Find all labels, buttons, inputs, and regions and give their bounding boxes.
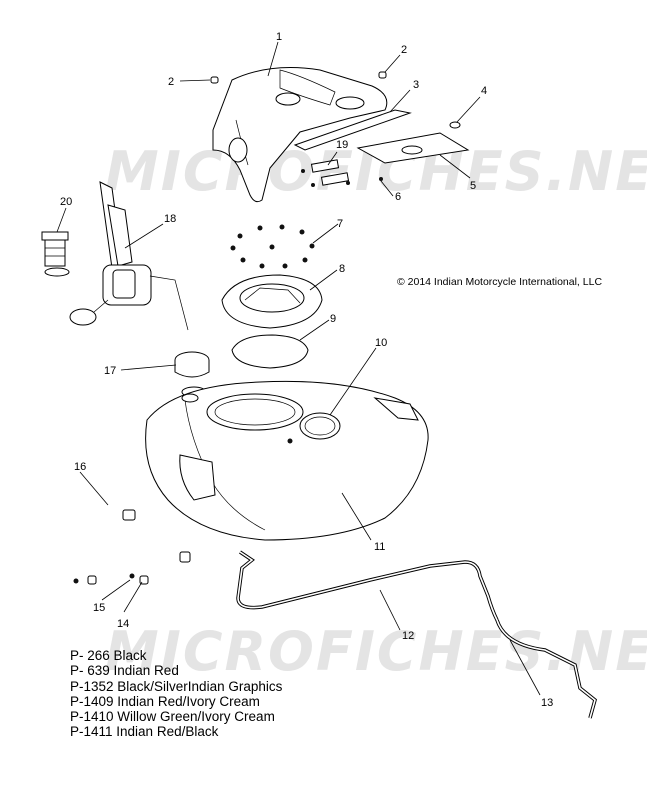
- screw-right: [378, 71, 387, 79]
- o-ring-gasket: [231, 334, 309, 369]
- callout-17: 17: [104, 365, 116, 377]
- fuel-tank: [145, 380, 429, 541]
- paint-code-item: P-1409 Indian Red/Ivory Cream: [70, 693, 260, 709]
- callout-labels: 1 2 2 3 4 5 6 7 8 9 10 11 12 13 14 15 16…: [60, 31, 553, 709]
- paint-code-item: P-1352 Black/SilverIndian Graphics: [70, 678, 283, 694]
- screw-left: [210, 76, 219, 84]
- mounting-plate: [356, 132, 470, 164]
- paint-code-item: P-1410 Willow Green/Ivory Cream: [70, 709, 275, 725]
- callout-12: 12: [402, 630, 414, 642]
- vent-line: [236, 550, 499, 621]
- paint-code-list: P- 266 Black P- 639 Indian Red P-1352 Bl…: [70, 648, 282, 740]
- nut-ring: [230, 224, 315, 269]
- bracket-set: [301, 159, 383, 187]
- callout-9: 9: [330, 313, 336, 325]
- callout-13: 13: [541, 697, 553, 709]
- drain-line: [495, 619, 597, 719]
- leader-lines: [56, 41, 541, 696]
- callout-7: 7: [337, 218, 343, 230]
- paint-code-item: P-1411 Indian Red/Black: [70, 724, 219, 740]
- callout-15: 15: [93, 602, 105, 614]
- console-cover: [212, 67, 388, 203]
- callout-1: 1: [276, 31, 282, 43]
- callout-4: 4: [481, 85, 487, 97]
- callout-8: 8: [339, 263, 345, 275]
- watermark-bottom: MICROFICHES.NET: [105, 620, 647, 683]
- callout-18: 18: [164, 213, 176, 225]
- callout-16: 16: [74, 461, 86, 473]
- copyright-notice: © 2014 Indian Motorcycle International, …: [397, 276, 603, 288]
- callout-2b: 2: [401, 44, 407, 56]
- callout-3: 3: [413, 79, 419, 91]
- callout-5: 5: [470, 180, 476, 192]
- callout-19: 19: [336, 139, 348, 151]
- gauge-cover: [299, 412, 341, 440]
- fuel-filter: [41, 231, 70, 277]
- pump-flange: [221, 274, 323, 329]
- callout-20: 20: [60, 196, 72, 208]
- callout-11: 11: [374, 541, 385, 553]
- fuel-pump-assembly: [69, 181, 189, 331]
- fittings: [73, 573, 149, 585]
- crossover-line: [76, 503, 191, 563]
- callout-14: 14: [117, 618, 129, 630]
- callout-6: 6: [395, 191, 401, 203]
- paint-code-item: P- 266 Black: [70, 648, 147, 663]
- screw-plate: [449, 121, 461, 129]
- paint-code-item: P- 639 Indian Red: [70, 663, 179, 679]
- gasket-strip: [293, 109, 412, 151]
- callout-10: 10: [375, 337, 387, 349]
- callout-2a: 2: [168, 76, 174, 88]
